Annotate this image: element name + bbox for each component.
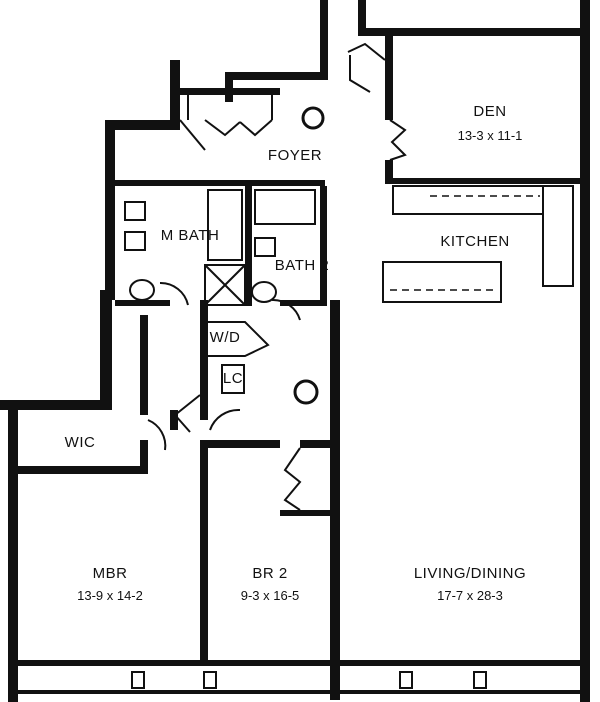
window-mullions — [131, 671, 487, 689]
den-label: DEN — [473, 103, 507, 120]
br2-dimensions: 9-3 x 16-5 — [240, 588, 300, 603]
wic-label: WIC — [64, 434, 96, 451]
doors — [147, 42, 407, 451]
living-dining-label: LIVING/DINING — [413, 565, 527, 582]
living-dining-dimensions: 17-7 x 28-3 — [437, 588, 503, 603]
foyer-label: FOYER — [267, 147, 323, 164]
interior-walls — [18, 36, 580, 700]
mbr-label: MBR — [92, 565, 128, 582]
mbr-dimensions: 13-9 x 14-2 — [77, 588, 143, 603]
wd-label: W/D — [209, 329, 241, 346]
br2-label: BR 2 — [252, 565, 288, 582]
den-dimensions: 13-3 x 11-1 — [457, 128, 523, 143]
bath-2-label: BATH 2 — [274, 257, 330, 274]
m-bath-label: M BATH — [160, 227, 220, 244]
lc-label: LC — [222, 370, 244, 387]
kitchen-label: KITCHEN — [440, 233, 510, 250]
